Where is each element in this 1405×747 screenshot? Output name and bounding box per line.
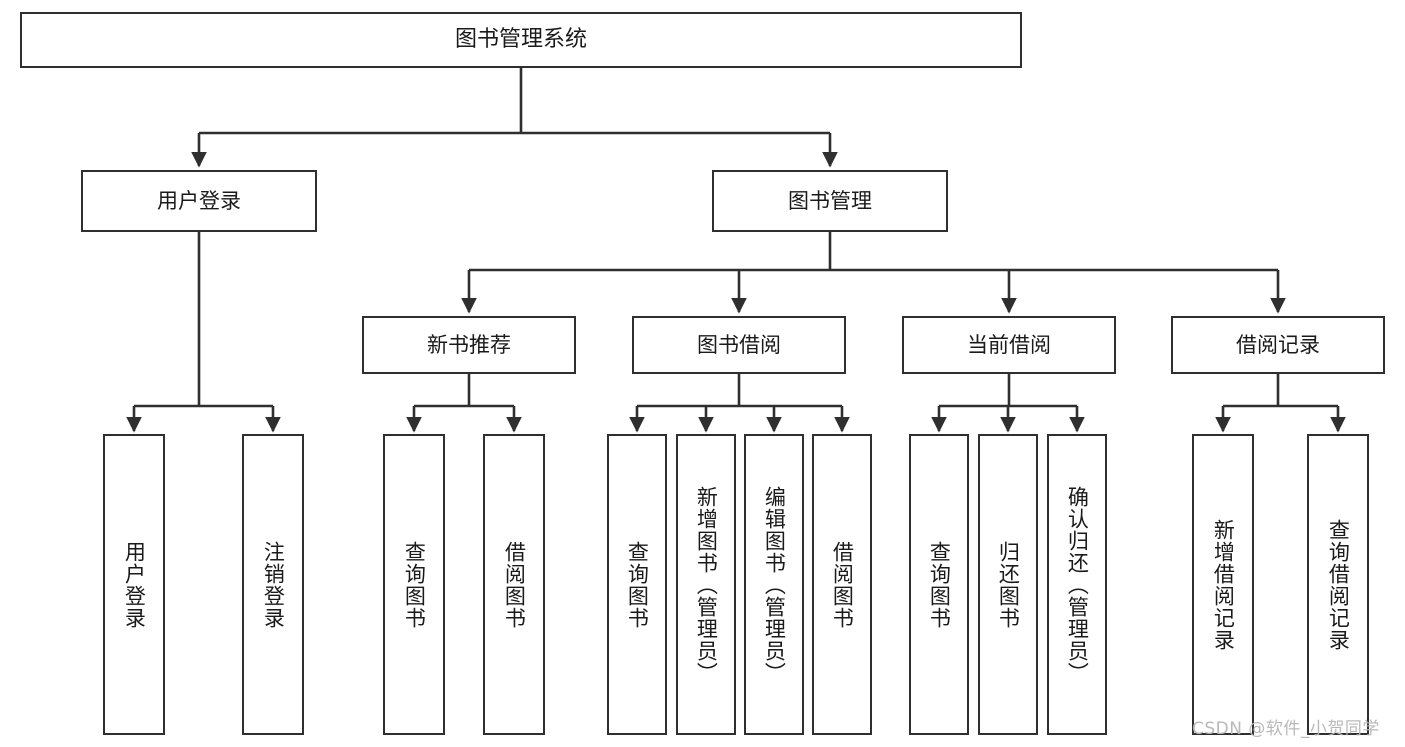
node-leaf-query-book-1[interactable]: 查询图书 (383, 434, 445, 735)
node-book-management-label: 图书管理 (788, 188, 872, 213)
node-leaf-edit-book-label: 编辑图书（管理员） (762, 485, 787, 684)
node-user-login[interactable]: 用户登录 (81, 170, 317, 232)
node-leaf-borrow-book-2[interactable]: 借阅图书 (812, 434, 872, 735)
node-leaf-confirm-return-label: 确认归还（管理员） (1065, 485, 1090, 684)
node-leaf-query-book-2[interactable]: 查询图书 (607, 434, 667, 735)
node-current-borrow[interactable]: 当前借阅 (902, 316, 1116, 374)
node-leaf-query-record[interactable]: 查询借阅记录 (1307, 434, 1369, 735)
node-leaf-query-book-3-label: 查询图书 (927, 540, 952, 629)
node-leaf-query-book-3[interactable]: 查询图书 (909, 434, 969, 735)
node-book-management[interactable]: 图书管理 (712, 170, 948, 232)
node-leaf-add-book-label: 新增图书（管理员） (694, 485, 719, 684)
node-leaf-user-login[interactable]: 用户登录 (103, 434, 165, 735)
node-leaf-query-book-1-label: 查询图书 (402, 540, 427, 629)
node-new-book-recommend[interactable]: 新书推荐 (362, 316, 576, 374)
node-leaf-user-login-label: 用户登录 (122, 540, 147, 629)
node-leaf-return-book[interactable]: 归还图书 (978, 434, 1038, 735)
node-leaf-edit-book[interactable]: 编辑图书（管理员） (744, 434, 804, 735)
node-leaf-borrow-book-1-label: 借阅图书 (502, 540, 527, 629)
node-leaf-logout-login-label: 注销登录 (261, 540, 286, 629)
node-user-login-label: 用户登录 (157, 188, 241, 213)
node-leaf-return-book-label: 归还图书 (996, 540, 1021, 629)
node-new-book-recommend-label: 新书推荐 (427, 332, 511, 357)
node-leaf-borrow-book-2-label: 借阅图书 (830, 540, 855, 629)
node-book-borrow-label: 图书借阅 (697, 332, 781, 357)
node-leaf-query-book-2-label: 查询图书 (625, 540, 650, 629)
node-leaf-add-book[interactable]: 新增图书（管理员） (676, 434, 736, 735)
node-leaf-logout-login[interactable]: 注销登录 (242, 434, 304, 735)
node-leaf-query-record-label: 查询借阅记录 (1326, 518, 1351, 651)
node-leaf-add-record-label: 新增借阅记录 (1211, 518, 1236, 651)
node-leaf-borrow-book-1[interactable]: 借阅图书 (483, 434, 545, 735)
node-root-label: 图书管理系统 (454, 27, 587, 53)
node-leaf-add-record[interactable]: 新增借阅记录 (1192, 434, 1254, 735)
node-borrow-record[interactable]: 借阅记录 (1171, 316, 1385, 374)
node-root[interactable]: 图书管理系统 (20, 12, 1022, 68)
watermark: CSDN @软件_小贺同学 (1192, 719, 1380, 739)
node-book-borrow[interactable]: 图书借阅 (632, 316, 846, 374)
node-leaf-confirm-return[interactable]: 确认归还（管理员） (1047, 434, 1107, 735)
node-current-borrow-label: 当前借阅 (967, 332, 1051, 357)
node-borrow-record-label: 借阅记录 (1236, 332, 1320, 357)
